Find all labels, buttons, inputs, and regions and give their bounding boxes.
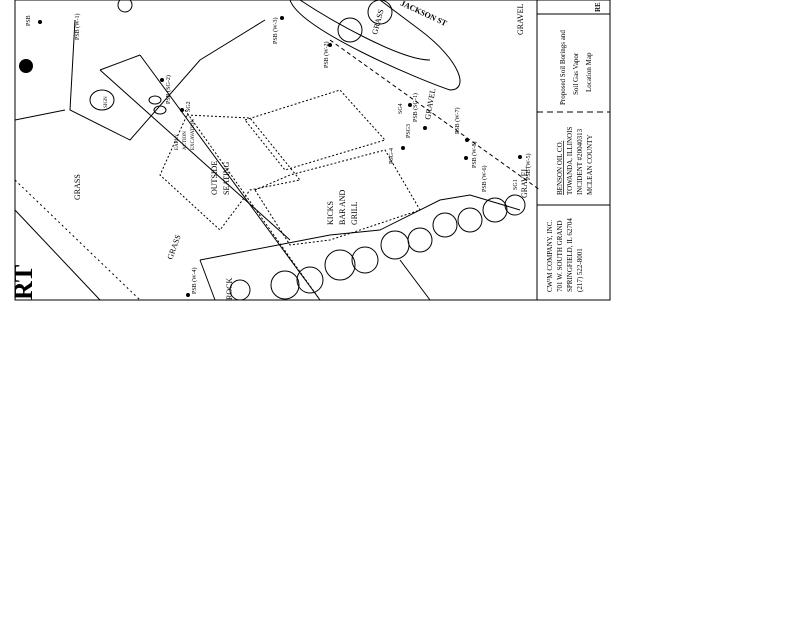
boring-point-labels: PSB (W-1) PSB (W-3) PSB (W-2) PSB (W-4) …	[26, 13, 532, 294]
svg-text:EXCAVATION: EXCAVATION	[191, 119, 196, 150]
svg-text:Soil Gas Vapor: Soil Gas Vapor	[572, 52, 580, 95]
svg-text:CW³M COMPANY, INC.: CW³M COMPANY, INC.	[546, 220, 554, 292]
svg-text:Proposed Soil Borings and: Proposed Soil Borings and	[559, 30, 567, 105]
tree-line	[117, 0, 526, 301]
svg-text:Location Map: Location Map	[585, 52, 593, 92]
title-block-corner: RE	[594, 2, 602, 12]
svg-text:KICKS: KICKS	[326, 201, 335, 225]
point-label: SG4	[398, 103, 404, 114]
svg-text:INCIDENT #20040313: INCIDENT #20040313	[576, 128, 584, 195]
svg-text:SPRINGFIELD, IL 62704: SPRINGFIELD, IL 62704	[566, 218, 574, 292]
point-label: PSB (W-8)	[471, 141, 478, 168]
svg-text:TOWANDA, ILLINOIS: TOWANDA, ILLINOIS	[566, 127, 574, 195]
label-road: RT	[9, 265, 38, 300]
sign-circle	[89, 89, 115, 111]
lot-boundary	[69, 19, 266, 141]
label-grass: GRASS	[165, 233, 182, 260]
point-label: PSB (W-4)	[191, 267, 198, 294]
svg-text:BENSON OIL CO.: BENSON OIL CO.	[556, 140, 564, 195]
road-edge	[14, 209, 101, 301]
label-sign: SIGN	[104, 96, 109, 108]
svg-text:GRILL: GRILL	[350, 201, 359, 225]
map-title-block: Proposed Soil Borings and Soil Gas Vapor…	[559, 30, 593, 105]
svg-text:MCLEAN COUNTY: MCLEAN COUNTY	[586, 135, 594, 195]
client-block: BENSON OIL CO. TOWANDA, ILLINOIS INCIDEN…	[556, 127, 594, 195]
point-label: PSB (W-5)	[525, 153, 532, 180]
driveway	[289, 0, 461, 91]
building-edge	[99, 69, 291, 241]
label-gravel: GRAVEL	[520, 166, 529, 198]
svg-text:SEATING: SEATING	[222, 161, 231, 195]
svg-text:BAR AND: BAR AND	[338, 189, 347, 225]
point-label: PSB (W-2)	[323, 41, 330, 68]
point-label: PSB (W-7)	[454, 107, 461, 134]
outside-seating-area	[159, 114, 301, 231]
point-label: PSB (W-3)	[272, 17, 279, 44]
svg-text:EARLY: EARLY	[175, 133, 180, 150]
svg-text:ACTION: ACTION	[183, 131, 188, 150]
utility-marker	[19, 59, 33, 73]
point-label: PSG-4	[389, 148, 395, 164]
consultant-block: CW³M COMPANY, INC. 701 W. SOUTH GRAND SP…	[546, 218, 584, 292]
boring-points	[38, 16, 522, 297]
outside-seating-label: OUTSIDE SEATING	[210, 161, 231, 195]
early-action-label: EARLY ACTION EXCAVATION	[175, 119, 196, 150]
label-rock: ROCK	[225, 278, 234, 300]
point-label: PSB	[26, 15, 32, 26]
point-label: SG2	[186, 101, 192, 112]
label-grass: GRASS	[73, 174, 82, 200]
point-label: PSB (W-6)	[481, 165, 488, 192]
point-label: PSB (SG-1)	[412, 93, 419, 122]
map-frame	[14, 0, 611, 301]
label-grass: GRASS	[370, 8, 385, 35]
svg-text:OUTSIDE: OUTSIDE	[210, 161, 219, 195]
label-gravel: GRAVEL	[516, 3, 525, 35]
svg-text:(217) 522-8001: (217) 522-8001	[576, 248, 584, 292]
building-label: KICKS BAR AND GRILL	[326, 189, 359, 225]
point-label: SG1	[513, 179, 519, 190]
point-label: PSG3	[406, 124, 412, 138]
svg-text:701 W. SOUTH GRAND: 701 W. SOUTH GRAND	[556, 220, 564, 292]
point-label: PSB (W-1)	[74, 13, 81, 40]
label-street: JACKSON ST	[399, 0, 449, 28]
point-label: PSB (SG-2)	[165, 75, 172, 104]
